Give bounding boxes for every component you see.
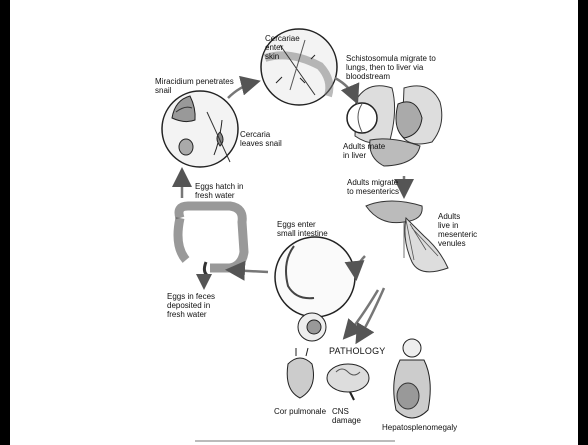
liver-mesentery-illustration xyxy=(366,201,448,272)
label-cns-damage: CNS damage xyxy=(332,407,361,425)
label-cercaria-leaves: Cercaria leaves snail xyxy=(240,130,282,148)
label-pathology: PATHOLOGY xyxy=(329,347,385,356)
colon-illustration xyxy=(178,206,244,286)
patient-illustration xyxy=(394,339,431,418)
label-cercariae-enter-skin: Cercariae enter skin xyxy=(265,34,300,61)
label-adults-live: Adults live in mesenteric venules xyxy=(438,212,477,248)
label-cor-pulmonale: Cor pulmonale xyxy=(274,407,326,416)
brain-illustration xyxy=(327,364,369,400)
heart-illustration xyxy=(287,348,313,398)
label-miracidium-penetrates: Miracidium penetrates snail xyxy=(155,77,234,95)
label-schistosomula-migrate: Schistosomula migrate to lungs, then to … xyxy=(346,54,436,81)
footer-credit-line xyxy=(195,440,395,442)
intestine-circle xyxy=(275,237,355,341)
diagram-title: Schistosoma japonicum xyxy=(0,2,588,20)
diagram-canvas: Cercariae enter skin Schistosomula migra… xyxy=(10,0,578,445)
label-adults-mate: Adults mate in liver xyxy=(343,142,385,160)
label-hepatosplenomegaly: Hepatosplenomegaly xyxy=(382,423,457,432)
label-eggs-enter: Eggs enter small intestine xyxy=(277,220,328,238)
label-eggs-in-feces: Eggs in feces deposited in fresh water xyxy=(167,292,215,319)
footer-credit-strip xyxy=(10,435,578,445)
label-eggs-hatch: Eggs hatch in fresh water xyxy=(195,182,243,200)
snail-circle xyxy=(162,91,238,167)
label-adults-migrate: Adults migrate to mesenterics xyxy=(347,178,399,196)
